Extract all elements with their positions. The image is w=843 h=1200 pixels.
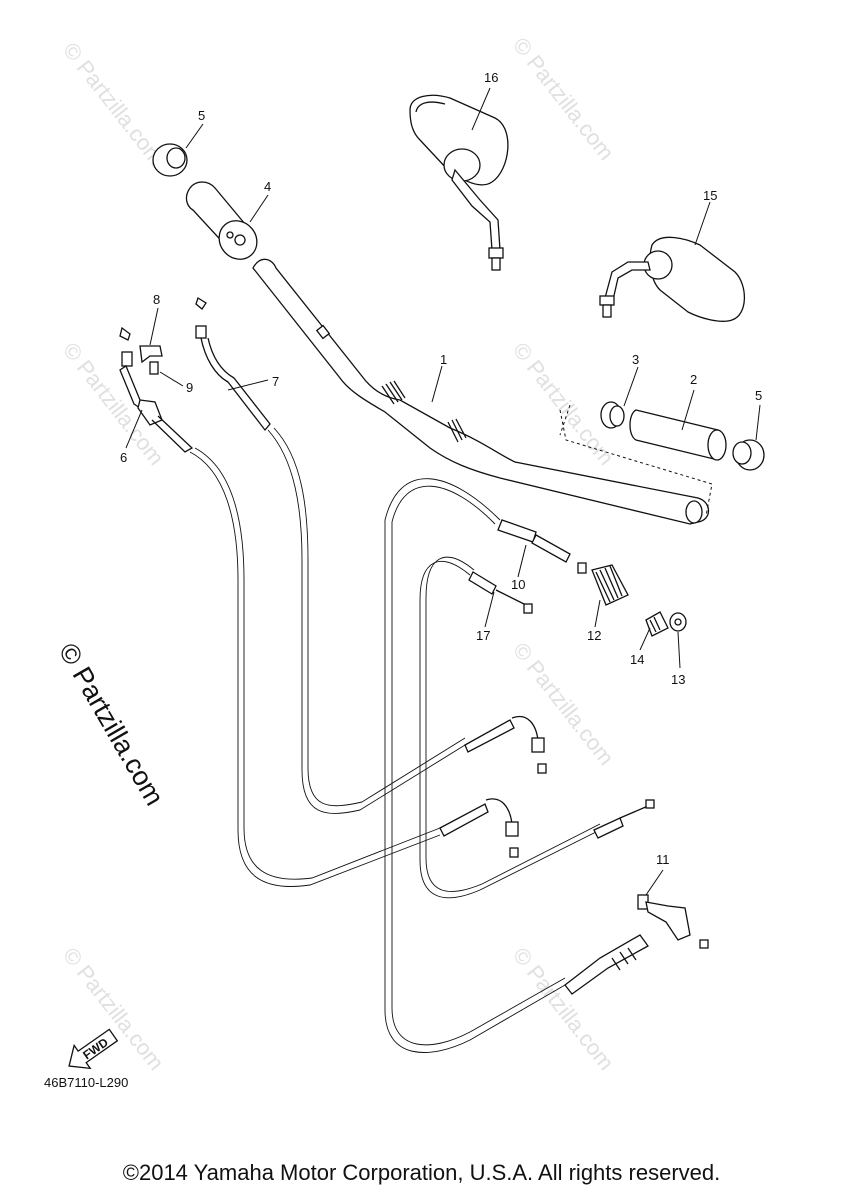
callout-3: 3 bbox=[632, 352, 639, 367]
callouts: 5 4 16 15 8 9 6 7 1 3 2 5 10 17 12 14 13… bbox=[120, 70, 762, 867]
callout-11: 11 bbox=[656, 852, 670, 867]
cable-17-end bbox=[468, 571, 533, 614]
callout-2: 2 bbox=[690, 372, 697, 387]
callout-13: 13 bbox=[671, 672, 685, 687]
cable-adjuster bbox=[591, 564, 687, 637]
watermark-text: © Partzilla.com bbox=[508, 33, 619, 165]
cable-10-end bbox=[497, 519, 587, 574]
callout-8: 8 bbox=[153, 292, 160, 307]
watermark-text: © Partzilla.com bbox=[58, 38, 169, 170]
mirror-right bbox=[599, 236, 746, 322]
callout-16: 16 bbox=[484, 70, 498, 85]
callout-14: 14 bbox=[630, 652, 644, 667]
mirror-left bbox=[409, 94, 509, 271]
callout-9: 9 bbox=[186, 380, 193, 395]
diagram-code: 46B7110-L290 bbox=[44, 1075, 128, 1090]
copyright-notice: ©2014 Yamaha Motor Corporation, U.S.A. A… bbox=[122, 1160, 721, 1185]
callout-4: 4 bbox=[264, 179, 271, 194]
callout-15: 15 bbox=[703, 188, 717, 203]
cable-7-end bbox=[195, 297, 271, 432]
callout-5: 5 bbox=[755, 388, 762, 403]
watermark-text: © Partzilla.com bbox=[508, 338, 619, 470]
callout-1: 1 bbox=[440, 352, 447, 367]
cable-6-end bbox=[119, 326, 194, 453]
lower-cable-ends bbox=[439, 715, 655, 858]
watermark-text: © Partzilla.com bbox=[508, 638, 619, 770]
cable-11-end bbox=[564, 894, 709, 995]
cable-bracket bbox=[139, 345, 163, 375]
right-grip-set bbox=[559, 401, 765, 471]
callout-10: 10 bbox=[511, 577, 525, 592]
callout-17: 17 bbox=[476, 628, 490, 643]
forward-arrow-icon: FWD bbox=[68, 1028, 119, 1070]
watermark-main: © Partzilla.com bbox=[53, 638, 170, 811]
throttle-grip bbox=[185, 181, 258, 260]
callout-12: 12 bbox=[587, 628, 601, 643]
handlebar bbox=[252, 258, 713, 525]
callout-5: 5 bbox=[198, 108, 205, 123]
watermarks: © Partzilla.com © Partzilla.com © Partzi… bbox=[53, 33, 619, 1075]
cable-runs bbox=[189, 427, 601, 1053]
bar-end-weight-left bbox=[152, 143, 188, 177]
callout-7: 7 bbox=[272, 374, 279, 389]
callout-6: 6 bbox=[120, 450, 127, 465]
leader-lines bbox=[125, 87, 761, 896]
